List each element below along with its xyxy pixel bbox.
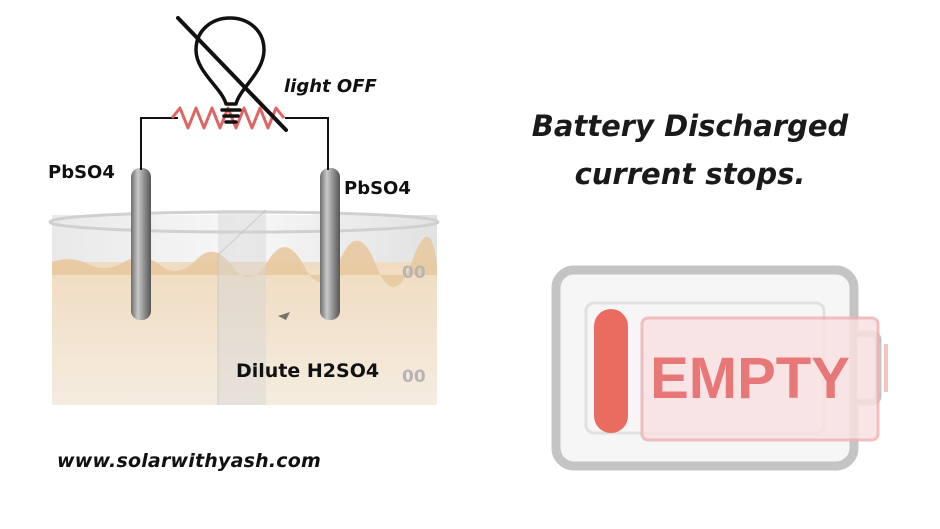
- left-electrode-label: PbSO4: [48, 162, 115, 183]
- beaker-mark-upper: 00: [402, 263, 426, 283]
- headline-line-2: current stops.: [574, 157, 806, 191]
- electrolyte-liquid: [52, 262, 437, 405]
- beaker-mark-lower: 00: [402, 367, 426, 387]
- light-status-label: light OFF: [284, 76, 377, 97]
- battery-empty-icon: EMPTY: [551, 265, 888, 471]
- light-bulb-icon: [194, 16, 266, 124]
- headline: Battery Discharged current stops.: [510, 102, 870, 198]
- headline-line-1: Battery Discharged: [531, 109, 849, 143]
- right-electrode: [320, 168, 340, 320]
- resistor-filament: [170, 106, 286, 130]
- battery-charge-bar: [594, 309, 628, 433]
- beaker-rim: [48, 210, 440, 234]
- electrolyte-label: Dilute H2SO4: [236, 360, 380, 382]
- beaker-reflection: [218, 210, 266, 405]
- beaker: 00 00: [48, 209, 440, 405]
- left-electrode: [131, 168, 151, 320]
- strike-through-icon: [176, 16, 288, 132]
- battery-status-text: EMPTY: [650, 346, 850, 411]
- website-url: www.solarwithyash.com: [57, 450, 321, 472]
- right-electrode-label: PbSO4: [344, 178, 411, 199]
- circuit-wire: [140, 117, 329, 170]
